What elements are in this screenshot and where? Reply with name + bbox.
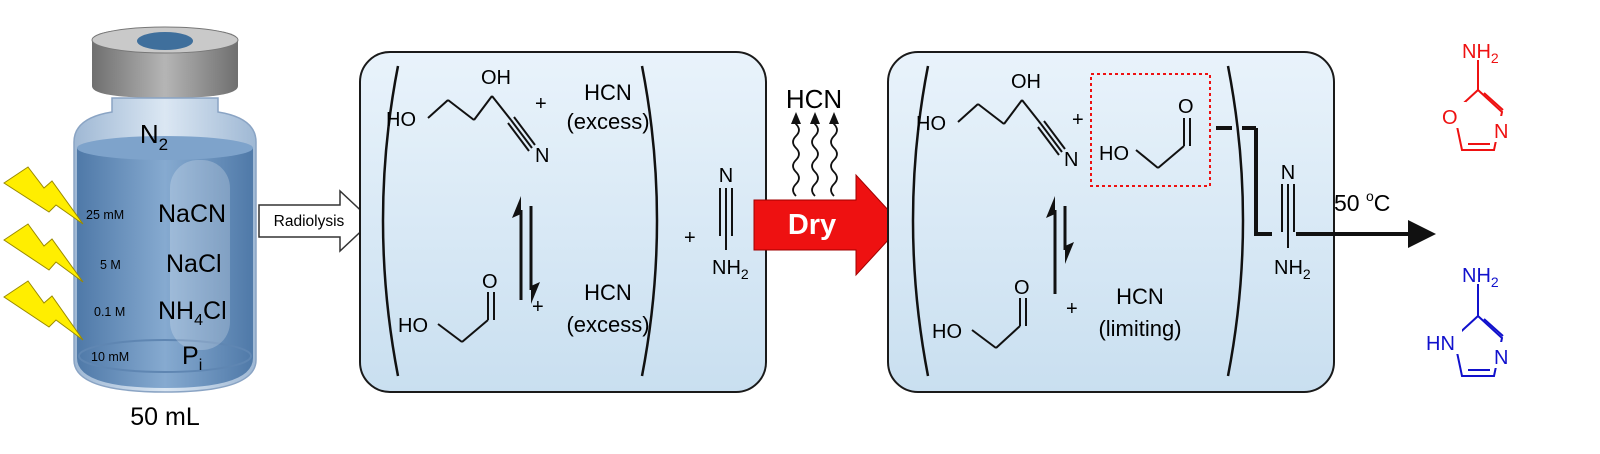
condensation-path bbox=[1216, 126, 1272, 236]
vial-cap-hole bbox=[137, 32, 193, 50]
cyanamide-molecule bbox=[1281, 184, 1295, 248]
vial-highlight bbox=[170, 160, 230, 350]
lightning-bolt-icon bbox=[3, 280, 84, 341]
hcn-note: (limiting) bbox=[1098, 316, 1181, 341]
radiation-bolts bbox=[3, 166, 84, 341]
oh-label: OH bbox=[1011, 71, 1041, 93]
nitrile-n-label: N bbox=[1064, 149, 1078, 171]
cyanamide-molecule bbox=[719, 188, 733, 250]
hcn-note: (excess) bbox=[566, 109, 649, 134]
wavy-arrows bbox=[792, 118, 838, 197]
plus-sign: + bbox=[1066, 298, 1078, 320]
ring-o-label: O bbox=[1442, 107, 1458, 129]
equilibrium-panel-limiting-hcn: OH HO N + HO O HO O + HCN (limiti bbox=[887, 51, 1335, 393]
plus-sign: + bbox=[535, 93, 547, 115]
hydroxy-nitrile-molecule bbox=[427, 95, 536, 152]
plus-sign: + bbox=[1072, 109, 1084, 131]
vial-liquid bbox=[77, 140, 253, 388]
hcn-note: (excess) bbox=[566, 312, 649, 337]
aminoimidazole-product: NH2 HN N bbox=[1426, 265, 1515, 377]
wavy-arrowheads bbox=[791, 112, 839, 124]
carbonyl-o-label: O bbox=[482, 271, 498, 293]
glycolaldehyde-molecule bbox=[437, 292, 495, 343]
right-bracket bbox=[640, 65, 659, 377]
vial-gas-label: N2 bbox=[140, 119, 168, 154]
highlight-box bbox=[1090, 73, 1211, 187]
radiolysis-arrow: Radiolysis bbox=[258, 189, 374, 253]
lightning-bolt-icon bbox=[3, 166, 84, 225]
lightning-bolt-icon bbox=[3, 223, 84, 283]
left-bracket bbox=[911, 65, 930, 377]
amino-label: NH2 bbox=[1462, 265, 1499, 290]
amino-label: NH2 bbox=[1462, 41, 1499, 66]
ring-n-label: N bbox=[1494, 347, 1508, 369]
radiolysis-label: Radiolysis bbox=[274, 213, 345, 230]
glycolaldehyde-molecule bbox=[1135, 118, 1191, 169]
reagent-conc: 25 mM bbox=[86, 208, 124, 222]
left-bracket bbox=[381, 65, 400, 377]
ho-label: HO bbox=[386, 109, 416, 131]
cyanamide-nh2-label: NH2 bbox=[712, 257, 749, 282]
cyanamide-n-label: N bbox=[719, 165, 733, 187]
hydroxy-nitrile-molecule bbox=[957, 99, 1066, 156]
reagent-name: NaCl bbox=[166, 250, 222, 278]
hcn-label: HCN bbox=[1116, 284, 1164, 309]
temperature-label: 50 oC bbox=[1334, 188, 1390, 216]
glycolaldehyde-molecule bbox=[971, 298, 1027, 349]
plus-sign: + bbox=[532, 296, 544, 318]
ho-label: HO bbox=[398, 315, 428, 337]
plus-sign: + bbox=[684, 227, 696, 249]
nitrile-n-label: N bbox=[535, 145, 549, 167]
dry-label: Dry bbox=[788, 209, 836, 241]
reagent-conc: 10 mM bbox=[91, 350, 129, 364]
panel-box bbox=[887, 51, 1335, 393]
vial-bottom-ring bbox=[78, 339, 252, 373]
carbonyl-o-label: O bbox=[1014, 277, 1030, 299]
cyanamide-n-label: N bbox=[1281, 162, 1295, 184]
ring-hn-label: HN bbox=[1426, 333, 1455, 355]
reagent-conc: 0.1 M bbox=[94, 305, 125, 319]
equilibrium-panel-excess-hcn: OH HO N + HCN (excess) HO O + HCN (exces… bbox=[359, 51, 767, 393]
reagent-name: NaCN bbox=[158, 200, 226, 228]
dry-step: HCN Dry bbox=[753, 84, 903, 277]
vial-volume: 50 mL bbox=[130, 403, 200, 431]
reagent-name: Pi bbox=[182, 342, 202, 374]
released-hcn-label: HCN bbox=[786, 84, 842, 114]
reagent-conc: 5 M bbox=[100, 258, 121, 272]
oh-label: OH bbox=[481, 67, 511, 89]
liquid-surface bbox=[77, 136, 253, 160]
aminooxazole-product: NH2 O N bbox=[1440, 41, 1515, 151]
hcn-label: HCN bbox=[584, 280, 632, 305]
reaction-vial: N2 25 mM NaCN 5 M NaCl 0.1 M NH4Cl 10 mM… bbox=[73, 26, 257, 431]
equilibrium-arrows bbox=[512, 196, 540, 304]
carbonyl-o-label: O bbox=[1178, 96, 1194, 118]
product-arrow: 50 oC bbox=[1296, 188, 1436, 248]
dry-arrow bbox=[753, 173, 903, 277]
ho-label: HO bbox=[932, 321, 962, 343]
ring-n-label: N bbox=[1494, 121, 1508, 143]
hcn-label: HCN bbox=[584, 80, 632, 105]
ho-label: HO bbox=[1099, 143, 1129, 165]
cyanamide-nh2-label: NH2 bbox=[1274, 257, 1311, 282]
reagent-name: NH4Cl bbox=[158, 297, 227, 329]
equilibrium-arrows bbox=[1046, 196, 1074, 294]
ho-label: HO bbox=[916, 113, 946, 135]
panel-box bbox=[359, 51, 767, 393]
right-bracket bbox=[1226, 65, 1245, 377]
